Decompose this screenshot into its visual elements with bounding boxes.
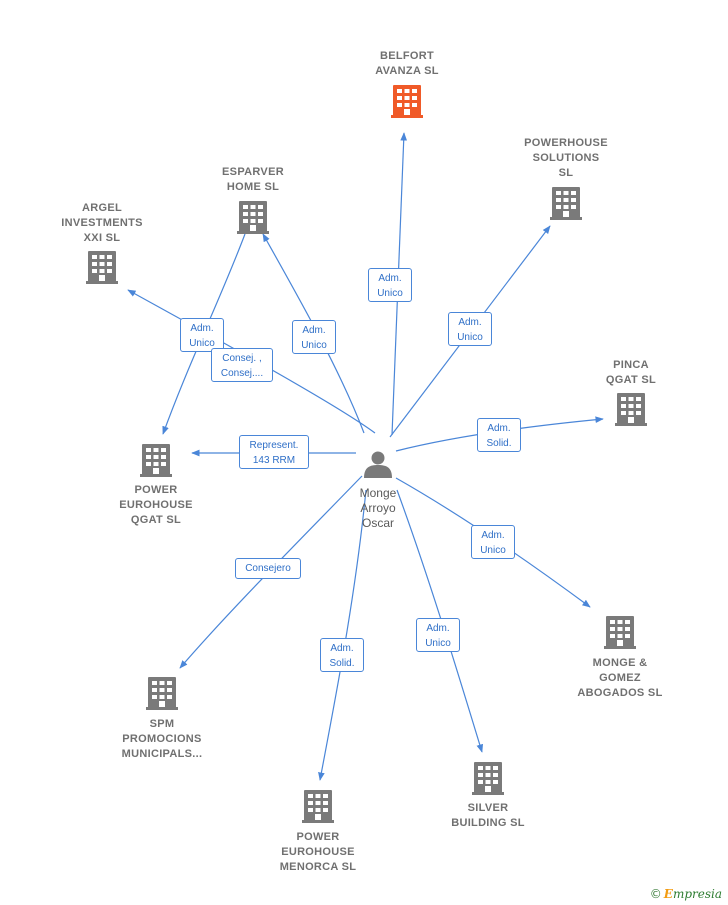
company-label-argel[interactable]: ARGEL INVESTMENTS XXI SL: [61, 202, 143, 244]
edge-label-monge-gomez[interactable]: Adm. Unico: [471, 525, 515, 559]
edge-label-silver[interactable]: Adm. Unico: [416, 618, 460, 652]
edge-label-argel[interactable]: Adm. Unico: [180, 318, 224, 352]
building-icon[interactable]: [604, 616, 636, 649]
building-icon[interactable]: [140, 444, 172, 477]
company-label-pinca[interactable]: PINCA QGAT SL: [605, 359, 657, 386]
edge-label-powerhouse-solutions[interactable]: Adm. Unico: [448, 312, 492, 346]
edge-label-pinca[interactable]: Adm. Solid.: [477, 418, 521, 452]
edge-label-power-eurohouse-qgat[interactable]: Represent. 143 RRM: [239, 435, 309, 469]
building-icon[interactable]: [146, 677, 178, 710]
company-label-silver[interactable]: SILVER BUILDING SL: [451, 802, 525, 829]
company-label-power-eurohouse-qgat[interactable]: POWER EUROHOUSE QGAT SL: [119, 484, 193, 526]
building-icon[interactable]: [302, 790, 334, 823]
company-label-monge-gomez[interactable]: MONGE & GOMEZ ABOGADOS SL: [577, 657, 663, 699]
building-icon[interactable]: [615, 393, 647, 426]
company-label-powerhouse-solutions[interactable]: POWERHOUSE SOLUTIONS SL: [524, 137, 608, 179]
empresia-logo: ©Empresia: [649, 887, 722, 901]
edge-label-power-eurohouse-qgat[interactable]: Consej. , Consej....: [211, 348, 273, 382]
building-icon[interactable]: [391, 85, 423, 118]
company-label-power-eurohouse-menorca[interactable]: POWER EUROHOUSE MENORCA SL: [279, 831, 357, 873]
person-icon[interactable]: [364, 451, 392, 479]
building-icon[interactable]: [550, 187, 582, 220]
edge-line-power-eurohouse-menorca: [318, 489, 367, 781]
company-label-esparver[interactable]: ESPARVER HOME SL: [222, 166, 284, 193]
edge-label-belfort[interactable]: Adm. Unico: [368, 268, 412, 302]
person-name[interactable]: Monge Arroyo Oscar: [359, 486, 397, 530]
building-icon[interactable]: [237, 201, 269, 234]
company-label-belfort[interactable]: BELFORT AVANZA SL: [375, 50, 439, 77]
building-icon[interactable]: [86, 251, 118, 284]
edge-label-esparver[interactable]: Adm. Unico: [292, 320, 336, 354]
edge-label-spm[interactable]: Consejero: [235, 558, 301, 579]
building-icon[interactable]: [472, 762, 504, 795]
edge-label-power-eurohouse-menorca[interactable]: Adm. Solid.: [320, 638, 364, 672]
company-label-spm[interactable]: SPM PROMOCIONS MUNICIPALS...: [121, 718, 203, 760]
